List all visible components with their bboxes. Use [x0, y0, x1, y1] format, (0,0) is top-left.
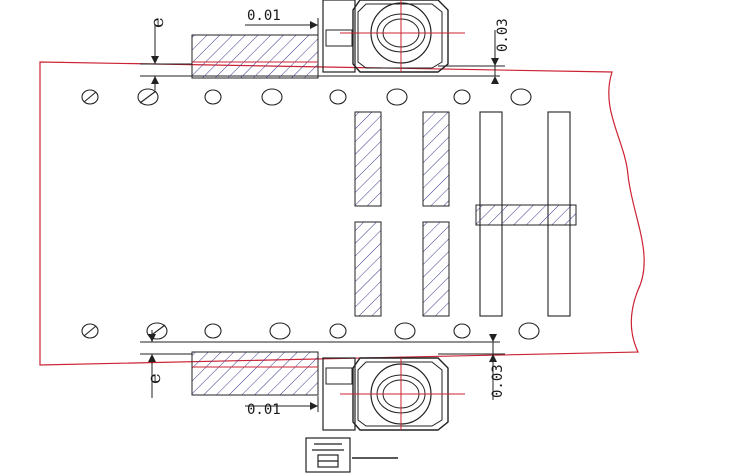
dim-0-01-bottom: 0.01 [245, 396, 319, 418]
dim-label-top-left: 0.01 [247, 8, 281, 24]
gap-e-top: e [147, 17, 168, 90]
dim-0-03-top: 0.03 [438, 18, 511, 84]
strip-outline [39, 61, 645, 366]
dim-0-01-top: 0.01 [245, 8, 319, 40]
hatched-crossbar [475, 204, 577, 226]
gap-e-bottom: e [144, 330, 165, 398]
bottom-hatched-pad [191, 351, 319, 396]
top-hatched-pad [191, 34, 319, 79]
bottom-component [322, 357, 465, 431]
figure-symbol-icon [305, 437, 398, 473]
bottom-hole-row [81, 322, 540, 340]
hatched-vertical-pads [354, 111, 450, 317]
gap-label-bottom: e [144, 373, 165, 384]
dim-label-bottom-right: 0.03 [490, 364, 506, 398]
dim-label-top-right: 0.03 [495, 18, 511, 52]
gap-label-top: e [147, 17, 168, 28]
top-component [322, 0, 465, 73]
dim-0-03-bottom: 0.03 [438, 334, 506, 400]
long-vertical-bars [475, 111, 577, 317]
dim-label-bottom-left: 0.01 [247, 402, 281, 418]
top-hole-row [81, 88, 532, 106]
